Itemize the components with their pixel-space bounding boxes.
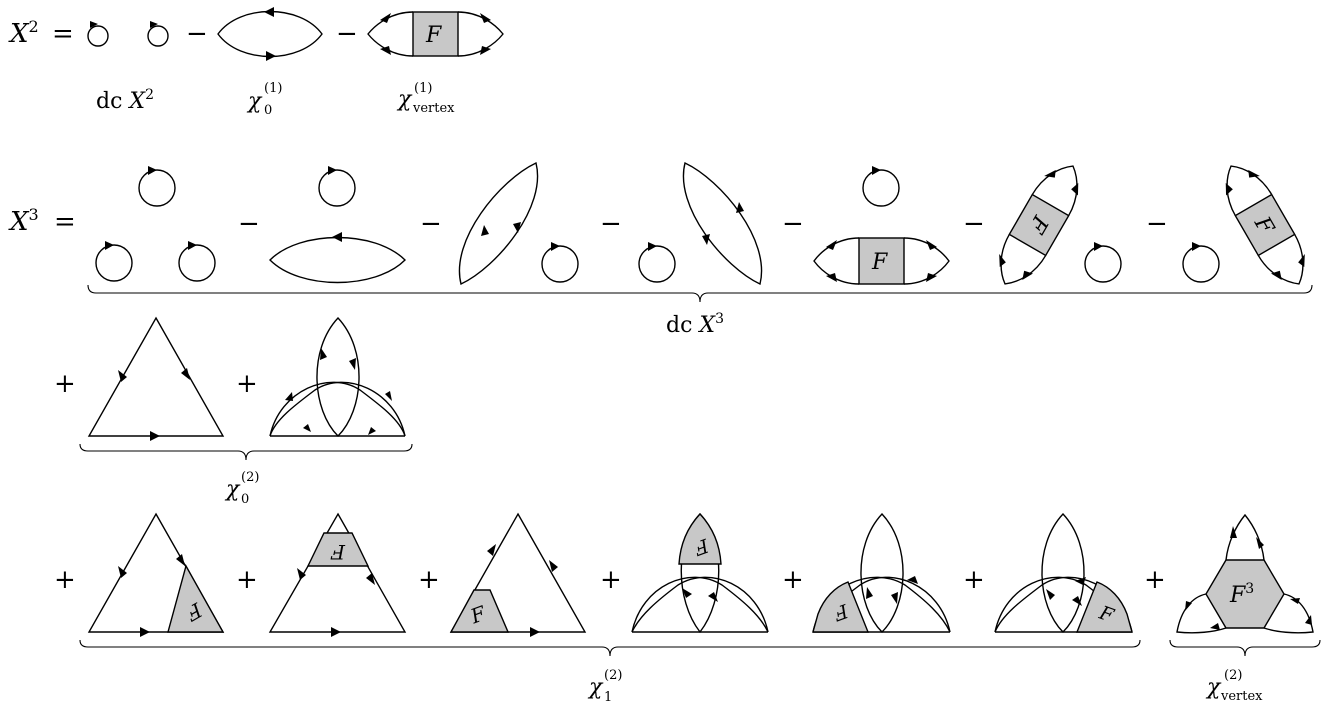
x3-minus-4: − bbox=[782, 209, 804, 239]
x3-minus-3: − bbox=[600, 209, 622, 239]
x2-vertex-letter: F bbox=[425, 23, 442, 48]
x2-equation: X2 = − − F dc bbox=[8, 7, 504, 118]
chi1-triangle-c: F bbox=[449, 512, 587, 637]
x3-plus-4: + bbox=[236, 565, 258, 595]
chi0-trefoil bbox=[269, 316, 406, 437]
x3-plus-8: + bbox=[963, 565, 985, 595]
chi0-triangle bbox=[87, 316, 225, 441]
vertex3-label: F3 bbox=[1229, 581, 1254, 608]
x2-vertex-box bbox=[412, 11, 459, 57]
x3-plus-2: + bbox=[236, 369, 258, 399]
label-chi-vertex-2: χ (2) vertex bbox=[1205, 668, 1263, 704]
x2-lhs: X2 bbox=[8, 17, 39, 49]
x3-three-bubbles bbox=[95, 166, 216, 282]
x3-plus-6: + bbox=[600, 565, 622, 595]
label-chi0-1: χ (1) 0 bbox=[246, 81, 282, 118]
svg-text:χ: χ bbox=[396, 87, 413, 112]
svg-text:vertex: vertex bbox=[1220, 689, 1263, 704]
x3-tilted-lens-bubble bbox=[458, 162, 579, 285]
x3-bubble-lens bbox=[269, 166, 406, 284]
svg-text:0: 0 bbox=[241, 492, 249, 507]
svg-text:χ: χ bbox=[1205, 675, 1222, 700]
x3-dc-vertex-letter: F bbox=[871, 250, 888, 275]
label-dc-x2: dc X2 bbox=[96, 87, 154, 114]
svg-text:(2): (2) bbox=[604, 668, 622, 683]
x3-plus-9: + bbox=[1144, 565, 1166, 595]
x3-plus-5: + bbox=[418, 565, 440, 595]
svg-text:χ: χ bbox=[246, 89, 263, 114]
label-chi1-2: χ (2) 1 bbox=[587, 668, 622, 704]
chi1-triangle-a: F bbox=[87, 512, 225, 637]
svg-text:1: 1 bbox=[604, 690, 612, 704]
chi1-trefoil-a: F bbox=[631, 512, 769, 634]
x3-plus-1: + bbox=[54, 369, 76, 399]
chi-vertex-2-diagram: F3 bbox=[1176, 513, 1314, 634]
brace-dc-x3 bbox=[87, 284, 1313, 303]
x2-vertex-diagram: F bbox=[367, 11, 504, 57]
x2-chi0-bubble bbox=[217, 7, 323, 61]
brace-chi-vertex-2 bbox=[1169, 639, 1321, 657]
x3-minus-6: − bbox=[1146, 209, 1168, 239]
x3-tilted-vertex-bubble: F bbox=[999, 165, 1122, 285]
chi1-triangle-b: F bbox=[268, 512, 407, 637]
svg-text:(1): (1) bbox=[264, 81, 282, 96]
svg-text:χ: χ bbox=[587, 675, 604, 700]
chi1-trefoil-b: F bbox=[812, 512, 951, 633]
x2-minus-2: − bbox=[336, 19, 358, 49]
svg-text:(2): (2) bbox=[241, 470, 259, 485]
x3-bubble-tilted-vertex: F bbox=[1182, 165, 1305, 285]
brace-chi1-2 bbox=[79, 639, 1141, 657]
svg-text:(2): (2) bbox=[1224, 668, 1242, 683]
x3-bubble-tilted-lens bbox=[638, 162, 763, 285]
x3-equation: X3 = − − − bbox=[8, 162, 1321, 704]
x3-bubble-vertex: F bbox=[813, 166, 950, 285]
chi1-trefoil-c: F bbox=[994, 512, 1133, 633]
x3-lhs: X3 bbox=[8, 205, 39, 237]
x2-equals-sign: = bbox=[52, 19, 74, 49]
x3-plus-3: + bbox=[54, 565, 76, 595]
x3-minus-2: − bbox=[420, 209, 442, 239]
label-chi0-2: χ (2) 0 bbox=[224, 470, 259, 507]
svg-text:χ: χ bbox=[224, 477, 241, 502]
x3-equals-sign: = bbox=[54, 207, 76, 237]
brace-chi0-2 bbox=[79, 443, 413, 461]
svg-text:0: 0 bbox=[264, 103, 272, 118]
x2-dc-bubbles bbox=[87, 21, 169, 47]
x3-minus-1: − bbox=[238, 209, 260, 239]
x3-dc-vertex-box bbox=[858, 237, 905, 285]
label-chi-vertex-1: χ (1) vertex bbox=[396, 81, 455, 116]
x2-minus-1: − bbox=[186, 19, 208, 49]
x3-minus-5: − bbox=[963, 209, 985, 239]
svg-text:vertex: vertex bbox=[412, 101, 455, 116]
svg-text:(1): (1) bbox=[414, 81, 432, 96]
chi1-b-vertex-letter: F bbox=[330, 540, 346, 564]
label-dc-x3: dc X3 bbox=[666, 311, 724, 338]
x3-plus-7: + bbox=[782, 565, 804, 595]
